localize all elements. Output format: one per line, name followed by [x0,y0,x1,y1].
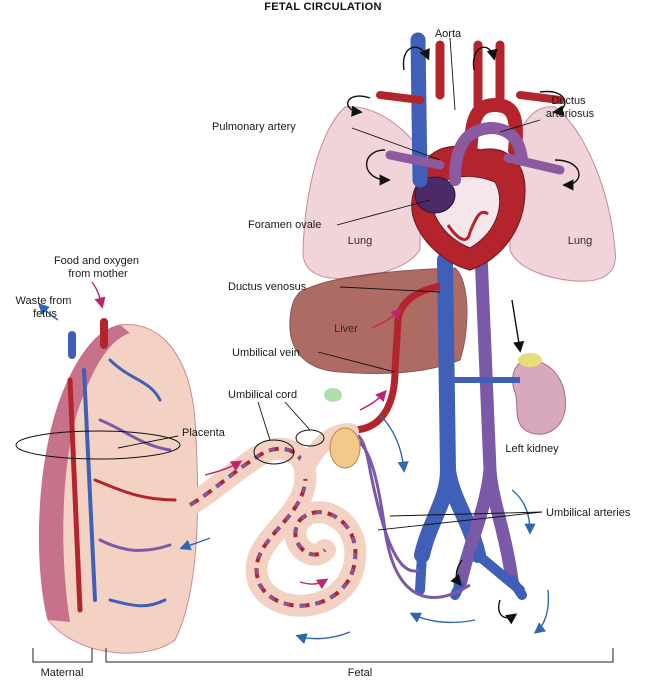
maternal-bracket [32,648,93,663]
adrenal-gland [518,353,542,367]
left-kidney [512,359,566,435]
label-maternal: Maternal [41,667,84,679]
label-left-kidney: Left kidney [505,443,559,455]
placenta-maternal-side [39,325,131,622]
placental-vessels [67,358,177,613]
iliac-vessels [415,550,527,600]
diagram-title: FETAL CIRCULATION [264,1,382,13]
pulmonary-trunk [449,121,528,186]
umbilical-vein-path [354,282,441,434]
label-umbilical-arteries: Umbilical arteries [546,507,631,519]
leader-foramen-ovale [336,199,431,226]
leader-aorta [449,37,456,111]
left-lung [302,106,421,280]
label-fetal: Fetal [348,667,372,679]
label-placenta: Placenta [182,427,226,439]
label-food-oxygen: Food and oxygen from mother [54,255,142,280]
label-waste: Waste from fetus [16,295,75,320]
leader-umbilical-arteries-b [377,511,543,531]
leader-umbilical-arteries-a [389,511,543,517]
right-atrium [414,176,456,214]
label-lung-left: Lung [348,235,372,247]
label-pulmonary-artery: Pulmonary artery [212,121,296,133]
label-lung-right: Lung [568,235,592,247]
label-liver: Liver [334,323,358,335]
label-aorta: Aorta [435,28,462,40]
fetal-bracket [105,648,614,663]
label-ductus-arteriosus: Ductus arteriosus [546,95,595,120]
leader-ductus-venosus [339,286,441,293]
leader-umbilical-cord-a [257,401,271,441]
right-lung [509,106,616,282]
label-foramen-ovale: Foramen ovale [248,219,321,231]
label-umbilical-vein: Umbilical vein [232,347,300,359]
label-ductus-venosus: Ductus venosus [228,281,307,293]
leader-pulmonary-artery [351,127,441,161]
leader-ductus-arteriosus [499,119,541,133]
umbilical-arteries-path [349,428,471,599]
gallbladder [324,388,342,402]
leader-umbilical-vein [317,351,396,373]
umbilicus [329,427,361,469]
label-umbilical-cord: Umbilical cord [228,389,297,401]
leader-umbilical-cord-b [284,401,311,431]
leader-placenta [117,435,179,449]
